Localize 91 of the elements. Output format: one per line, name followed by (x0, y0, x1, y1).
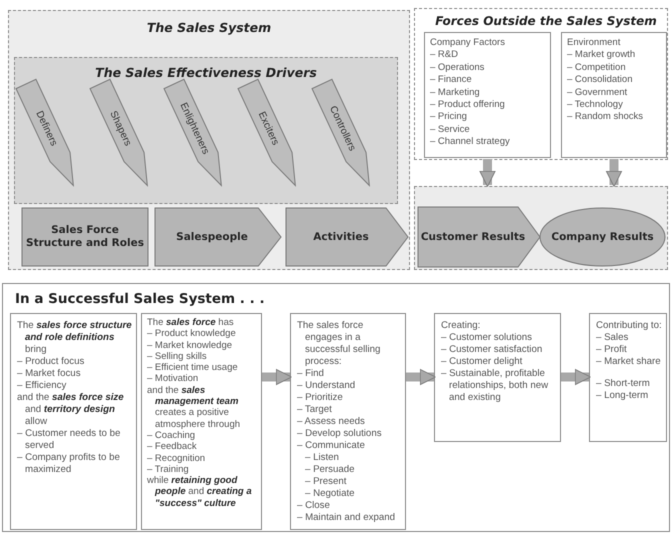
chevron-box (286, 208, 408, 266)
panel-title: The Sales System (146, 20, 272, 35)
list-item: – Prioritize (297, 392, 343, 404)
list-item: – Communicate (297, 440, 365, 452)
shape-label: Company Results (551, 230, 654, 244)
list-item: – Market growth (567, 49, 636, 62)
list-item: – Customer satisfaction (441, 344, 542, 356)
list-item: – Product knowledge (147, 328, 236, 340)
panel-title: The Sales Effectiveness Drivers (95, 65, 317, 80)
text-box (434, 313, 561, 442)
list-item: – Listen (304, 452, 339, 464)
dashed-panel (8, 10, 410, 270)
list-item: – Find (297, 368, 324, 380)
list-item: – Efficient time usage (147, 362, 238, 374)
shape-label: Customer Results (420, 230, 526, 244)
panel (2, 283, 670, 532)
list-item: and the sales force size and territory design allow (17, 392, 125, 428)
list-item: The sales force has (147, 317, 234, 328)
block-arrow (561, 368, 591, 386)
ellipse (540, 208, 665, 266)
panel-title: In a Successful Sales System . . . (14, 291, 265, 307)
list-item: The sales force engages in a successful selling process: (297, 320, 382, 368)
chevron-box (155, 208, 281, 266)
list-item: – Marketing (430, 86, 480, 100)
list-item: – R&D (430, 49, 458, 62)
text-box (290, 313, 406, 530)
list-item: – Assess needs (297, 416, 365, 428)
list-item: – Channel strategy (430, 136, 510, 149)
list-item: – Sustainable, profitable relationships, both new and existing (441, 368, 550, 404)
dashed-panel (414, 186, 668, 270)
list-item: – Sales (596, 332, 628, 344)
list-item: – Long-term (596, 390, 648, 402)
block-arrow (479, 159, 496, 187)
box-heading: Environment (567, 37, 620, 50)
list-item: – Profit (596, 344, 627, 356)
list-item: – Consolidation (567, 74, 633, 87)
list-item: The sales force structure and role definitions bring (17, 320, 132, 356)
list-item: – Customer delight (441, 356, 522, 368)
list-item: – Selling skills (147, 350, 207, 362)
list-item: Contributing to: (596, 320, 662, 332)
text-box (561, 32, 667, 158)
list-item: – Company profits to be maximized (17, 452, 121, 476)
shape-label: Sales Force Structure and Roles (25, 224, 145, 250)
shape-label: Activities (313, 230, 370, 244)
list-item: Creating: (441, 320, 480, 332)
list-item: – Coaching (147, 430, 196, 442)
list-item: – Market knowledge (147, 340, 232, 351)
list-item: – Service (430, 124, 470, 136)
list-item: – Pricing (430, 111, 468, 124)
list-item: – Market share (596, 356, 661, 368)
list-item: – Product focus (17, 356, 84, 368)
list-item: – Develop solutions (297, 428, 382, 440)
list-item: – Feedback (147, 441, 197, 453)
text-box (589, 313, 667, 442)
list-item: – Customer needs to be served (17, 428, 122, 452)
list-item: – Short-term (596, 378, 650, 390)
list-item: and the sales management team creates a positive atmosphere through (147, 384, 242, 430)
block-arrow (262, 368, 292, 386)
text-box (10, 313, 137, 530)
list-item: – Technology (567, 99, 624, 112)
panel-title: Forces Outside the Sales System (434, 14, 657, 28)
list-item: – Target (297, 404, 332, 416)
list-item: – Random shocks (567, 111, 644, 124)
list-item: – Persuade (304, 464, 355, 476)
list-item: – Understand (297, 380, 356, 392)
list-item: – Close (297, 500, 330, 512)
chevron-box (418, 207, 540, 267)
block-arrow (406, 368, 436, 386)
list-item: – Competition (567, 62, 626, 74)
box-heading: Company Factors (430, 37, 505, 50)
list-item: – Product offering (430, 99, 505, 112)
list-item: – Training (147, 464, 189, 476)
list-item: – Maintain and expand (297, 512, 396, 524)
list-item: while retaining good people and creating a "success" culture (147, 475, 253, 510)
block-arrow (606, 159, 622, 187)
dashed-panel (414, 8, 668, 160)
list-item: – Operations (430, 62, 484, 74)
process-box (22, 208, 148, 266)
dashed-panel (14, 57, 398, 204)
list-item: – Recognition (147, 452, 206, 464)
shape-label: Salespeople (176, 230, 249, 244)
list-item: – Present (304, 476, 346, 488)
list-item: – Negotiate (304, 488, 355, 500)
list-item: – Motivation (147, 373, 198, 385)
list-item: – Market focus (17, 368, 81, 380)
list-item: – Finance (430, 74, 472, 87)
text-box (141, 313, 262, 530)
list-item: – Efficiency (17, 380, 66, 392)
list-item: – Customer solutions (441, 332, 532, 344)
text-box (424, 32, 551, 158)
list-item: – Government (567, 86, 628, 100)
